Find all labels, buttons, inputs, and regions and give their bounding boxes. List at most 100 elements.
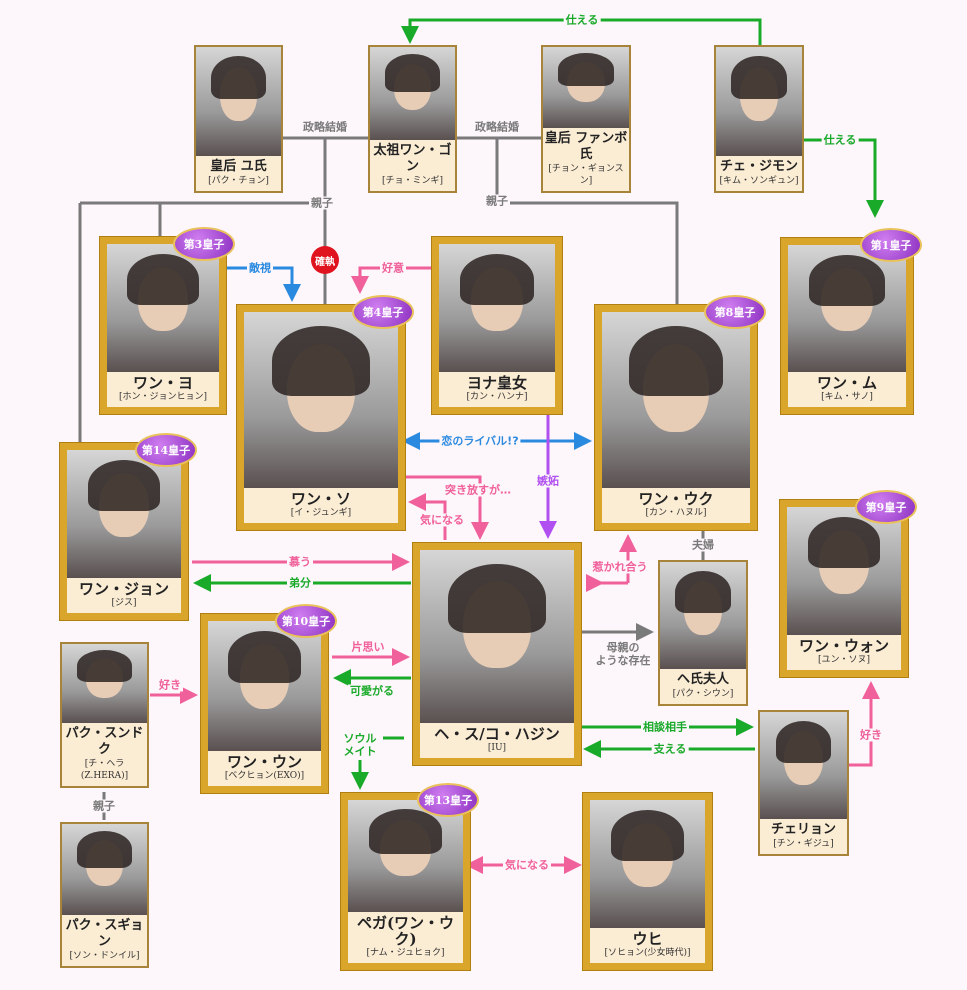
portrait-photo	[62, 644, 147, 723]
portrait-photo	[787, 507, 901, 635]
actor-name: [キム・ソンギュン]	[719, 176, 799, 186]
character-name: ワン・ジョン	[78, 580, 169, 598]
portrait-photo	[348, 800, 463, 912]
portrait-photo	[370, 47, 455, 140]
relation-label-soulmate: ソウル メイト	[341, 732, 379, 758]
relation-label-support: 支える	[651, 742, 689, 756]
relation-label-couple: 夫婦	[690, 538, 716, 552]
actor-name: [チン・ギジュ]	[773, 839, 834, 849]
character-card-soonduk: パク・スンドク [チ・ヘラ(Z.HERA)]	[60, 642, 149, 788]
portrait-photo	[590, 800, 705, 928]
character-card-hwangbo: 皇后 ファンボ氏 [チョン・ギョンスン]	[541, 45, 631, 193]
relation-label-youngbro: 弟分	[287, 576, 313, 590]
character-name: ヨナ皇女	[466, 374, 527, 392]
relation-label-serve-right: 仕える	[821, 133, 859, 147]
character-card-jimong: チェ・ジモン [キム・ソンギュン]	[714, 45, 804, 193]
character-card-haessi: ヘ氏夫人 [パク・シウン]	[658, 560, 748, 706]
prince-rank-badge: 第4皇子	[352, 295, 414, 329]
character-card-woohee: ウヒ [ソヒョン(少女時代)]	[583, 793, 712, 970]
relation-label-attract: 惹かれ合う	[590, 560, 650, 574]
relation-label-confidant: 相談相手	[641, 720, 689, 734]
relation-label-marriage-right: 政略結婚	[473, 120, 521, 134]
prince-rank-badge: 第8皇子	[704, 295, 766, 329]
edge-soulmate	[360, 736, 404, 784]
character-name: ワン・ウォン	[798, 637, 889, 655]
actor-name: [ソヒョン(少女時代)]	[604, 948, 691, 958]
portrait-photo	[67, 450, 181, 578]
prince-rank-badge: 第14皇子	[135, 433, 197, 467]
edge-parent-right	[456, 136, 679, 305]
actor-name: [チ・ヘラ(Z.HERA)]	[80, 759, 129, 781]
character-name: 皇后 ユ氏	[210, 159, 267, 174]
portrait-photo	[196, 47, 281, 156]
character-name: パク・スギョン	[65, 918, 144, 949]
portrait-photo	[62, 824, 147, 915]
prince-rank-badge: 第9皇子	[855, 490, 917, 524]
prince-rank-badge: 第10皇子	[275, 604, 337, 638]
edge-serve-right	[803, 138, 884, 218]
relation-label-enmity: 敵視	[247, 261, 273, 275]
actor-name: [ベクヒョン(EXO)]	[224, 771, 305, 781]
prince-rank-badge: 第1皇子	[860, 228, 922, 262]
character-name: 皇后 ファンボ氏	[544, 131, 628, 162]
character-card-haesoo: ヘ・ス/コ・ハジン [IU]	[413, 543, 581, 765]
relation-label-motherlike: 母親の ような存在	[593, 641, 653, 667]
character-card-wangwon: ワン・ウォン [ユン・ソヌ] 第9皇子	[780, 490, 917, 677]
actor-name: [カン・ハヌル]	[645, 508, 707, 518]
character-name: ペガ(ワン・ウク)	[356, 914, 455, 948]
character-name: チェ・ジモン	[719, 159, 798, 174]
portrait-photo	[716, 47, 802, 156]
character-card-wangyo: ワン・ヨ [ホン・ジョンヒョン]第3皇子	[100, 227, 235, 414]
character-card-baekah: ペガ(ワン・ウク) [ナム・ジュヒョク]第13皇子	[341, 783, 479, 970]
edge-pushaway	[405, 475, 489, 540]
portrait-photo	[244, 312, 398, 488]
edge-goodwill	[351, 266, 432, 294]
character-name: 太祖ワン・ゴン	[373, 143, 452, 174]
character-name: パク・スンドク	[65, 726, 144, 757]
relation-label-cherish: 可愛がる	[348, 684, 396, 698]
relation-label-marriage-left: 政略結婚	[301, 120, 349, 134]
prince-rank-badge: 第13皇子	[417, 783, 479, 817]
relation-label-jealousy: 嫉妬	[535, 474, 561, 488]
actor-name: [ジス]	[111, 598, 137, 608]
actor-name: [チョン・ギョンスン]	[548, 164, 624, 186]
character-name: ワン・ヨ	[132, 374, 193, 392]
actor-name: [パク・チョン]	[208, 176, 269, 186]
relation-label-serve-top: 仕える	[563, 13, 601, 27]
edge-parent-left	[78, 136, 368, 443]
relation-label-parent-left: 親子	[309, 196, 335, 210]
edge-curious1	[408, 493, 447, 540]
relation-label-pushaway: 突き放すが…	[443, 483, 513, 497]
relation-label-rival: 恋のライバル!?	[439, 434, 521, 448]
portrait-photo	[660, 562, 746, 669]
relation-label-parent-right: 親子	[484, 194, 510, 208]
character-card-taejo: 太祖ワン・ゴン [チョ・ミンギ]	[368, 45, 457, 193]
relation-label-adore: 慕う	[287, 555, 313, 569]
relation-label-parent-park: 親子	[91, 799, 117, 813]
portrait-photo	[107, 244, 219, 372]
character-card-wangmu: ワン・ム [キム・サノ]第1皇子	[781, 228, 922, 414]
actor-name: [IU]	[487, 743, 507, 753]
character-name: ウヒ	[632, 930, 663, 948]
portrait-photo	[420, 550, 574, 723]
character-name: チェリョン	[770, 822, 836, 837]
character-name: ワン・ウク	[638, 490, 714, 508]
actor-name: [キム・サノ]	[821, 392, 873, 402]
relation-label-like-right: 好き	[858, 728, 884, 742]
actor-name: [カン・ハンナ]	[466, 392, 528, 402]
portrait-photo	[208, 621, 321, 751]
actor-name: [ソン・ドンイル]	[69, 951, 140, 961]
portrait-photo	[760, 712, 847, 819]
feud-badge: 確執	[311, 246, 339, 274]
portrait-photo	[439, 244, 555, 372]
actor-name: [イ・ジュンギ]	[290, 508, 352, 518]
actor-name: [ユン・ソヌ]	[817, 655, 871, 665]
edge-like-right	[848, 681, 880, 767]
actor-name: [チョ・ミンギ]	[381, 176, 444, 186]
relation-label-like-left: 好き	[157, 678, 183, 692]
relation-label-onesided: 片思い	[349, 640, 387, 654]
character-card-chaeryung: チェリョン [チン・ギジュ]	[758, 710, 849, 856]
character-card-wangeun: ワン・ウン [ベクヒョン(EXO)]第10皇子	[201, 604, 337, 793]
portrait-photo	[543, 47, 629, 128]
portrait-photo	[788, 245, 906, 372]
